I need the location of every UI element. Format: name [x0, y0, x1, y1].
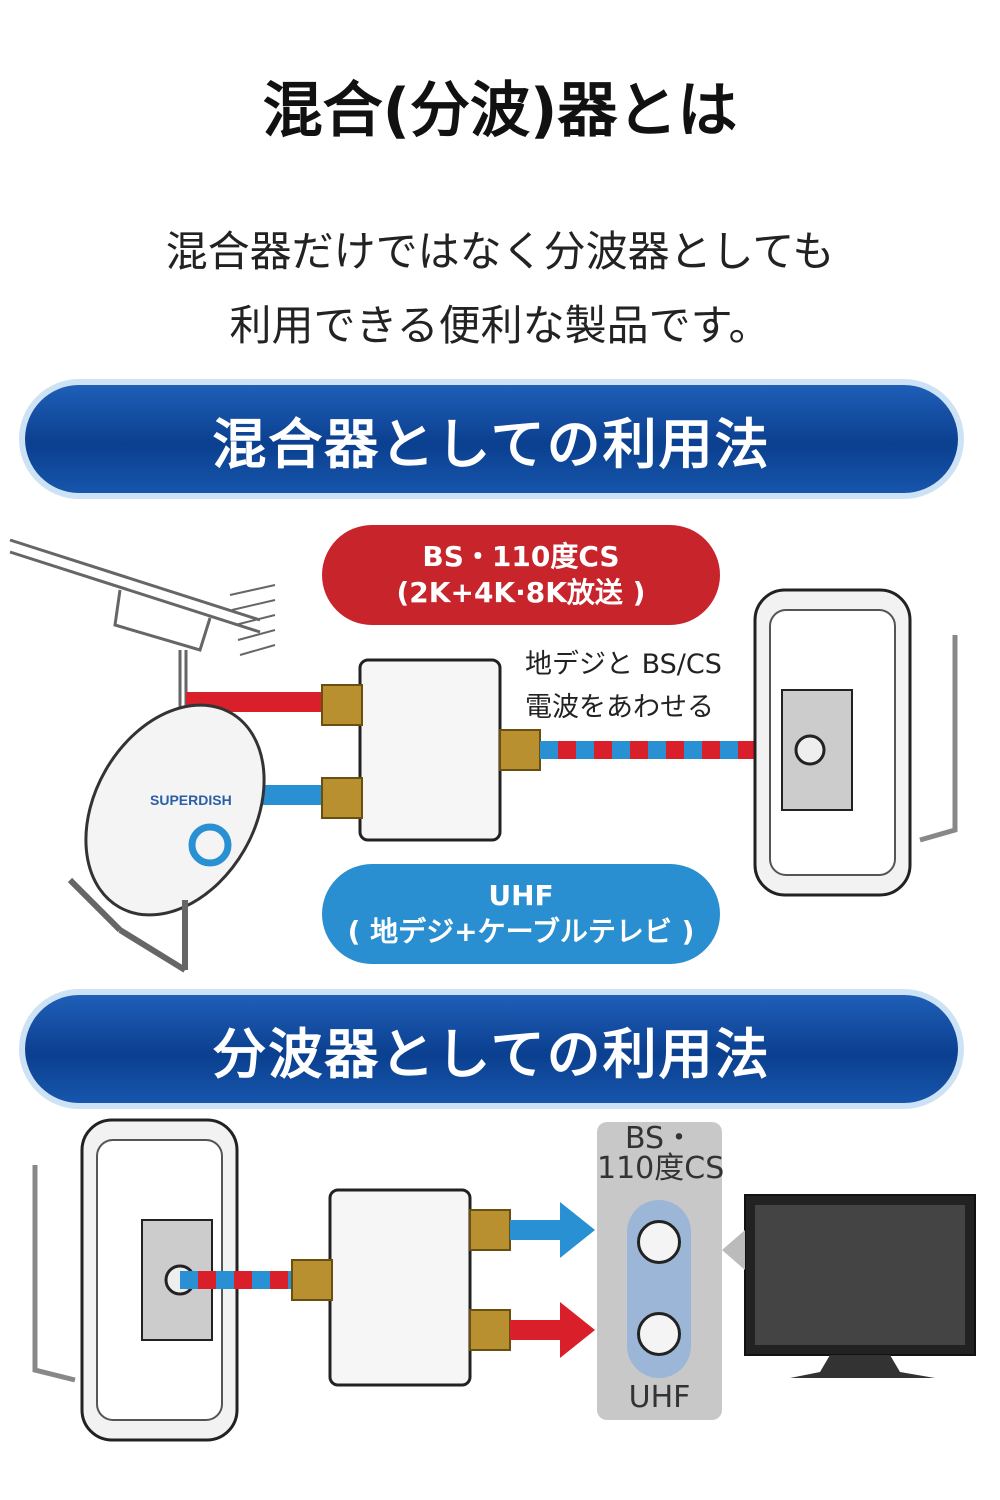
mixer-section-banner: 混合器としての利用法: [25, 385, 958, 493]
mixer-note-line-1: 地デジと BS/CS: [525, 649, 722, 680]
svg-text:SUPERDISH: SUPERDISH: [150, 792, 232, 808]
uhf-label-line-2: ( 地デジ+ケーブルテレビ ): [347, 915, 695, 948]
page-title: 混合(分波)器とは: [262, 76, 738, 146]
uhf-antenna-icon: [9, 538, 276, 715]
splitter-section-banner: 分波器としての利用法: [25, 995, 958, 1103]
uhf-label-line-1: UHF: [488, 878, 554, 912]
subtitle-line-2: 利用できる便利な製品です。: [229, 301, 771, 350]
mixer-box-icon: [321, 658, 541, 842]
port-label-bs: BS・ 110度CS: [597, 1121, 725, 1186]
port-label-bs-line-1: BS・: [624, 1121, 695, 1156]
arrow-blue-icon: [510, 1202, 595, 1258]
bs-port-icon: [637, 1220, 681, 1264]
arrow-red-icon: [510, 1302, 595, 1358]
subtitle-line-1: 混合器だけではなく分波器としても: [165, 227, 835, 276]
uhf-label: UHF ( 地デジ+ケーブルテレビ ): [322, 864, 720, 964]
uhf-port-icon: [637, 1312, 681, 1356]
mixer-diagram: SUPERDISH: [9, 538, 958, 973]
port-label-bs-line-2: 110度CS: [597, 1151, 725, 1186]
port-label-uhf: UHF: [628, 1380, 691, 1415]
wall-outlet-icon: [753, 588, 958, 897]
bs-cs-label-line-1: BS・110度CS: [422, 539, 620, 573]
wall-outlet-icon: [32, 1118, 239, 1442]
tv-icon: [722, 1194, 976, 1378]
port-plate: [627, 1200, 691, 1378]
mixer-note-line-2: 電波をあわせる: [525, 692, 714, 723]
bs-cs-label: BS・110度CS (2K+4K·8K放送 ): [322, 525, 720, 625]
bs-cs-label-line-2: (2K+4K·8K放送 ): [396, 576, 646, 609]
mixer-note: 地デジと BS/CS 電波をあわせる: [525, 643, 722, 729]
satellite-dish-icon: SUPERDISH: [67, 703, 266, 973]
tv-antenna-port-panel: BS・ 110度CS UHF: [597, 1121, 725, 1420]
splitter-box-icon: [291, 1188, 511, 1387]
splitter-diagram: [32, 1118, 976, 1442]
